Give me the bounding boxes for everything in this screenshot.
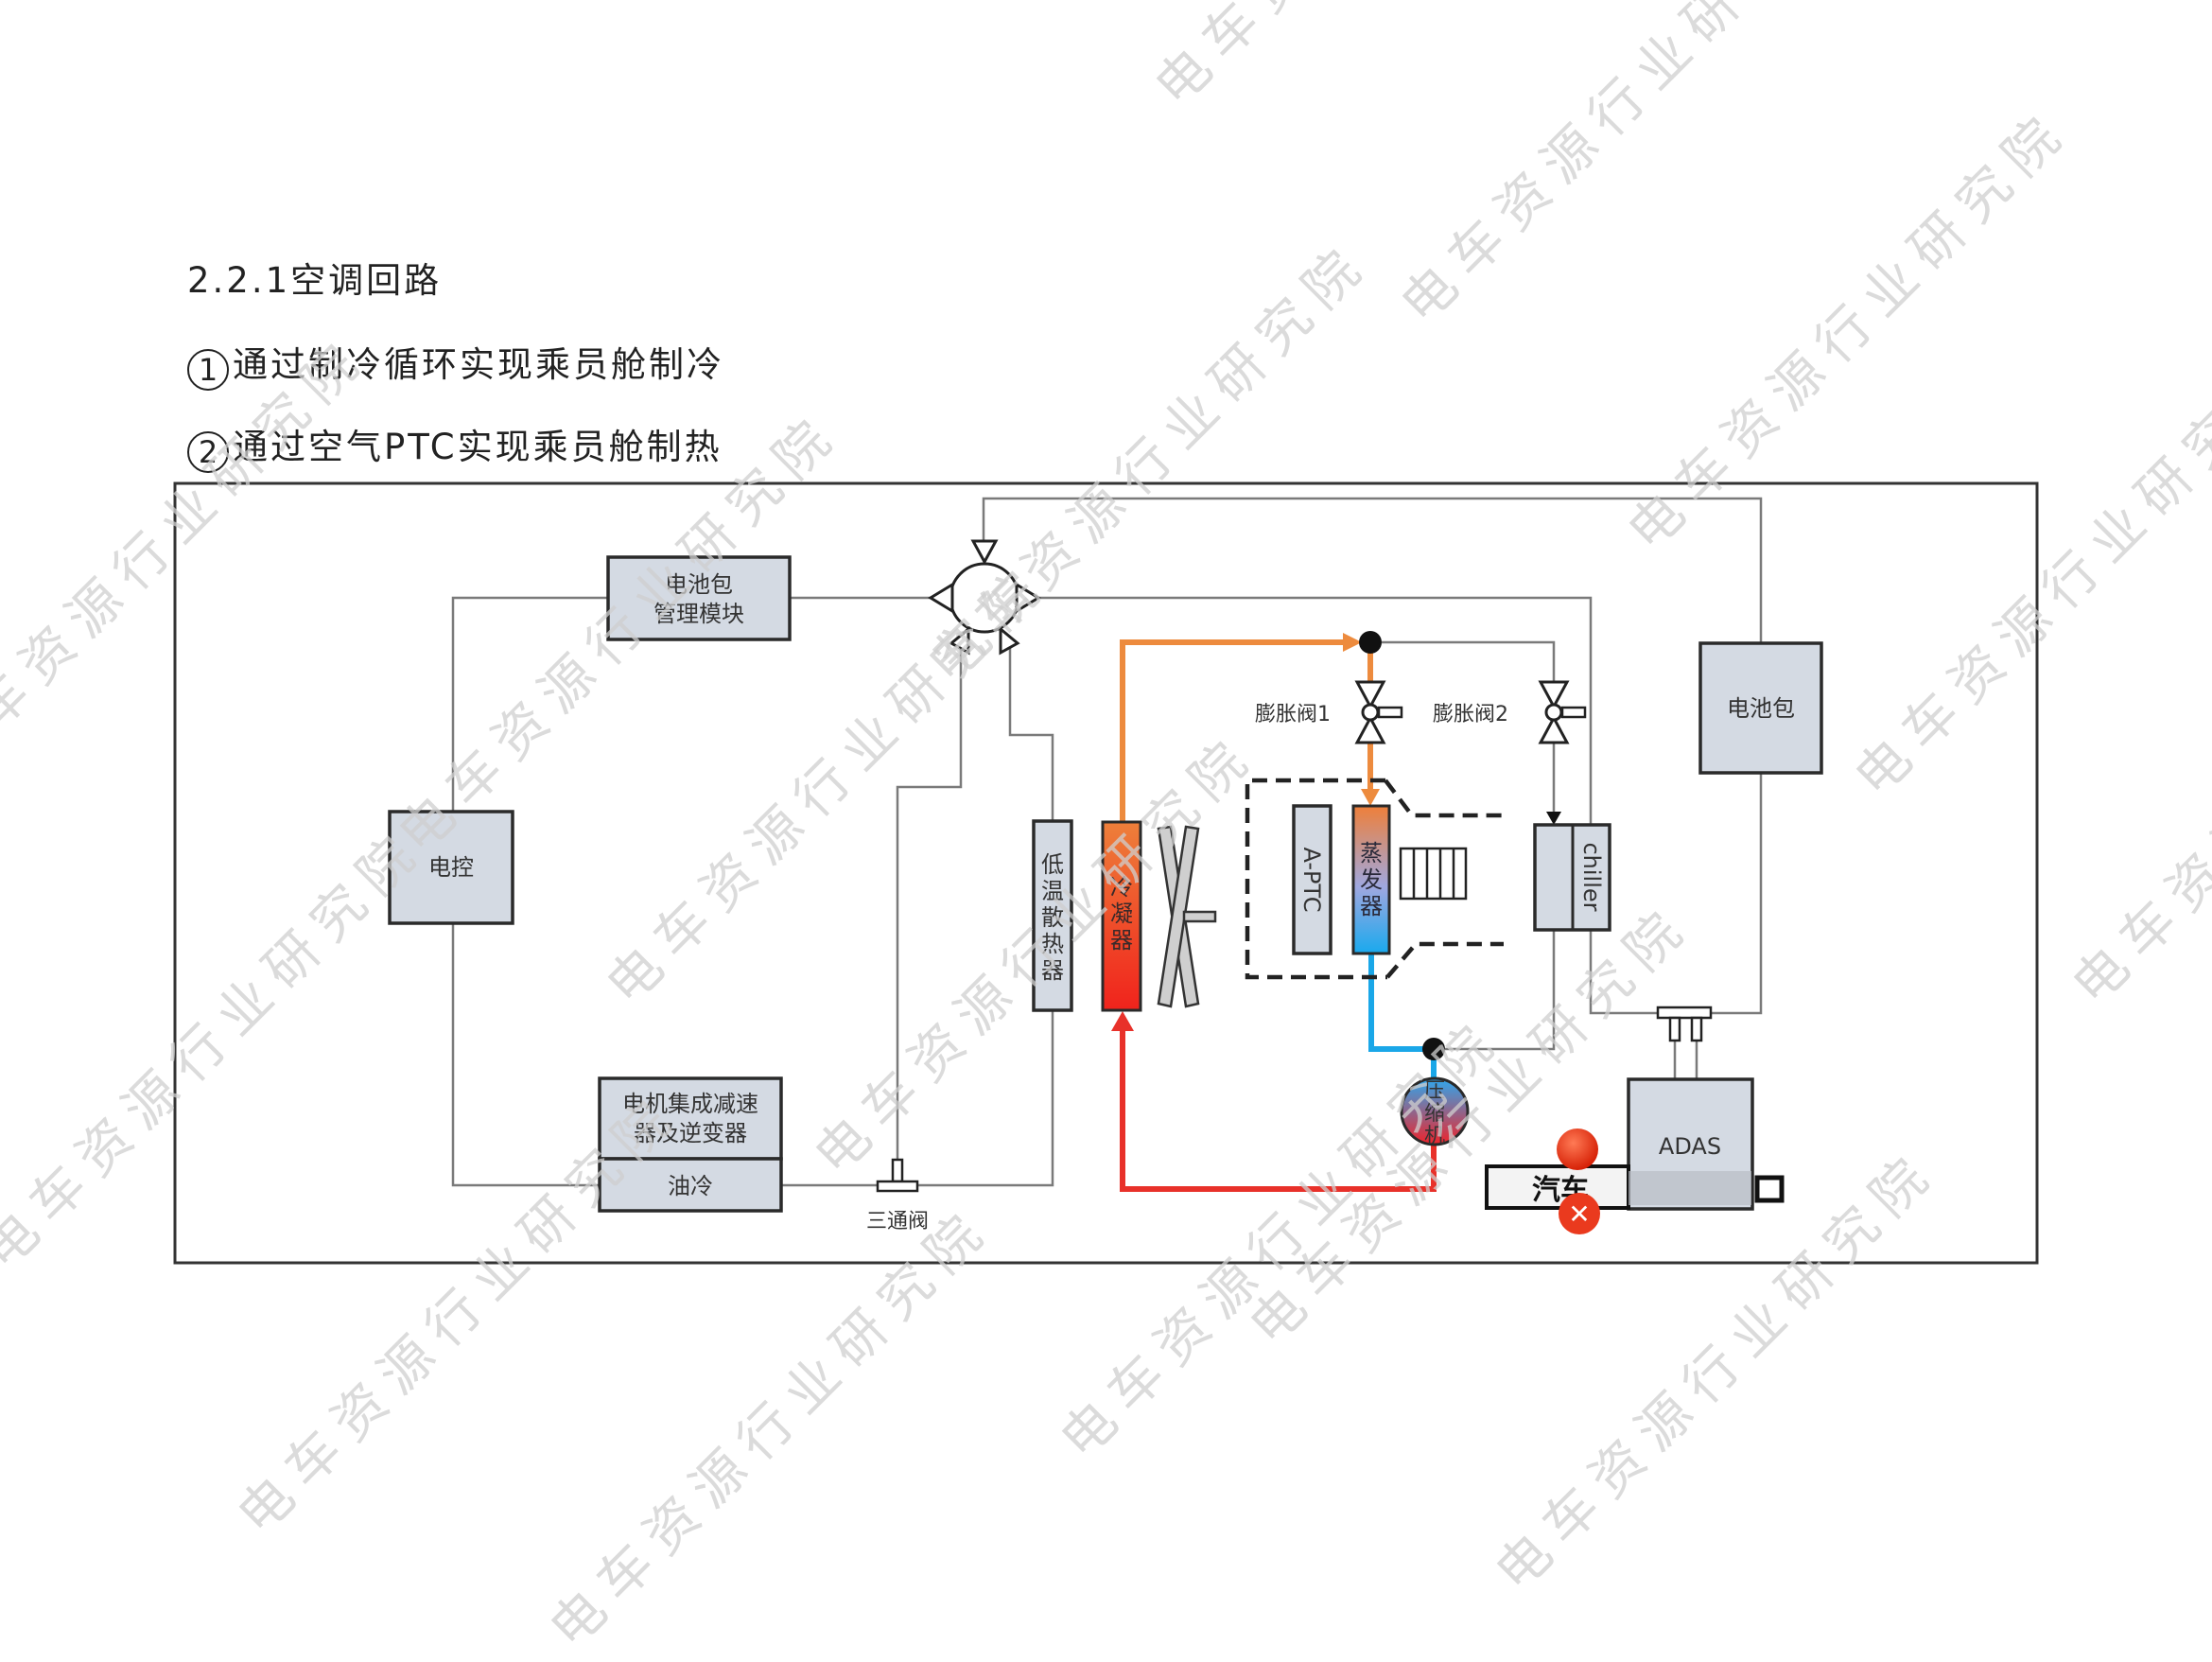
svg-text:器: 器	[1041, 957, 1064, 984]
bullet-text-2: 通过空气PTC实现乘员舱制热	[233, 427, 723, 467]
a-ptc-heater: A-PTC	[1292, 804, 1332, 955]
expansion-valve-2-label: 膨胀阀2	[1433, 703, 1508, 726]
fan-icon	[1157, 825, 1217, 1008]
pipe-battery-to-connector	[1710, 773, 1763, 1015]
expansion-valve-1: 膨胀阀1	[1255, 680, 1403, 744]
pipe-3way-to-radiator	[915, 1010, 1054, 1187]
thermal-circuit-diagram: 电池包 管理模块 电控 电机集成减速 器及逆变器 油冷 三通阀 低 温 散 热 …	[173, 481, 2039, 1265]
chiller: chiller	[1533, 823, 1611, 932]
oil-cooling-box	[598, 1157, 783, 1213]
pipe-junction-to-ev2	[1382, 640, 1556, 682]
valve-port-right	[1015, 582, 1041, 614]
svg-text:压: 压	[1424, 1079, 1445, 1103]
condenser: 冷 凝 器	[1101, 820, 1142, 1012]
battery-pack-label: 电池包	[1727, 695, 1795, 722]
motor-label-line1: 电机集成减速	[622, 1091, 758, 1117]
valve-port-bottom-left	[949, 625, 970, 656]
pipe-controller-to-motor	[451, 923, 600, 1187]
svg-text:凝: 凝	[1110, 901, 1133, 927]
svg-text:器: 器	[1360, 893, 1383, 919]
svg-text:✕: ✕	[1568, 1198, 1590, 1230]
oil-cooling-label: 油冷	[668, 1173, 713, 1199]
circled-number-2: 2	[187, 431, 229, 473]
pipe-valve-to-radiator	[1008, 643, 1054, 821]
valve-port-left	[928, 582, 954, 614]
motor-reducer-inverter: 电机集成减速 器及逆变器 油冷	[598, 1076, 783, 1213]
svg-text:机: 机	[1424, 1125, 1445, 1148]
pipe-valve-to-3way	[896, 643, 963, 1162]
coolant-connector	[1656, 1006, 1713, 1042]
a-ptc-label: A-PTC	[1298, 847, 1325, 912]
pipe-condenser-to-junction	[1120, 639, 1345, 821]
svg-text:低: 低	[1041, 851, 1064, 878]
refrigerant-pipes	[1111, 633, 1437, 1192]
section-title: 2.2.1空调回路	[187, 260, 443, 301]
diagram-frame	[173, 481, 2039, 1265]
bms-label-line1: 电池包	[665, 571, 733, 598]
chiller-label: chiller	[1578, 842, 1605, 911]
junction-dot-bottom	[1422, 1038, 1445, 1060]
pipe-compressor-to-condenser	[1120, 1029, 1437, 1192]
motor-controller-label: 电控	[428, 854, 474, 881]
motor-label-line2: 器及逆变器	[634, 1120, 747, 1146]
bms-label-line2: 管理模块	[653, 601, 744, 627]
compressor: 压 缩 机	[1400, 1076, 1470, 1148]
svg-text:器: 器	[1110, 927, 1133, 953]
evaporator: 蒸 发 器	[1351, 804, 1391, 955]
arrow-into-chiller	[1546, 812, 1561, 825]
bms-module: 电池包 管理模块	[606, 555, 792, 641]
low-temp-radiator: 低 温 散 热 器	[1032, 819, 1073, 1012]
four-way-valve	[928, 539, 1041, 656]
valve-port-bottom-right	[999, 625, 1020, 656]
svg-text:热: 热	[1041, 931, 1064, 957]
svg-text:冷: 冷	[1110, 874, 1133, 901]
red-ball-icon	[1557, 1128, 1598, 1170]
svg-text:散: 散	[1041, 904, 1064, 931]
svg-text:蒸: 蒸	[1360, 840, 1383, 866]
pipe-valve-to-chiller	[1026, 596, 1593, 825]
svg-text:发: 发	[1360, 866, 1383, 893]
overlay-banner: 汽车	[1485, 1128, 1785, 1210]
junction-dot-top	[1359, 631, 1382, 654]
valve-port-top	[970, 539, 999, 566]
air-vent-grille-icon	[1399, 847, 1468, 901]
three-way-valve-label: 三通阀	[866, 1210, 929, 1233]
svg-text:温: 温	[1041, 878, 1064, 904]
svg-text:缩: 缩	[1424, 1102, 1445, 1126]
pipe-chiller-to-junction	[1445, 930, 1556, 1051]
expansion-valve-2: 膨胀阀2	[1433, 680, 1587, 744]
arrow-into-condenser	[1111, 1011, 1134, 1031]
arrow-into-evaporator	[1361, 789, 1380, 806]
pipe-chiller-to-connector	[1589, 930, 1658, 1015]
close-icon[interactable]: ✕	[1559, 1193, 1600, 1234]
expansion-valve-1-label: 膨胀阀1	[1255, 703, 1331, 726]
pipe-bms-to-controller	[451, 596, 608, 812]
bullet-text-1: 通过制冷循环实现乘员舱制冷	[233, 344, 724, 385]
battery-pack: 电池包	[1698, 641, 1823, 775]
pipe-valve-to-battery	[982, 497, 1763, 643]
motor-controller: 电控	[388, 810, 514, 925]
arrow-to-junction	[1343, 633, 1362, 652]
circled-number-1: 1	[187, 349, 229, 391]
adas-label: ADAS	[1659, 1133, 1721, 1160]
pipe-evaporator-to-junction	[1368, 953, 1434, 1052]
hvac-enclosure	[1245, 778, 1507, 980]
three-way-valve: 三通阀	[866, 1158, 929, 1233]
coolant-pipes	[451, 497, 1763, 1187]
